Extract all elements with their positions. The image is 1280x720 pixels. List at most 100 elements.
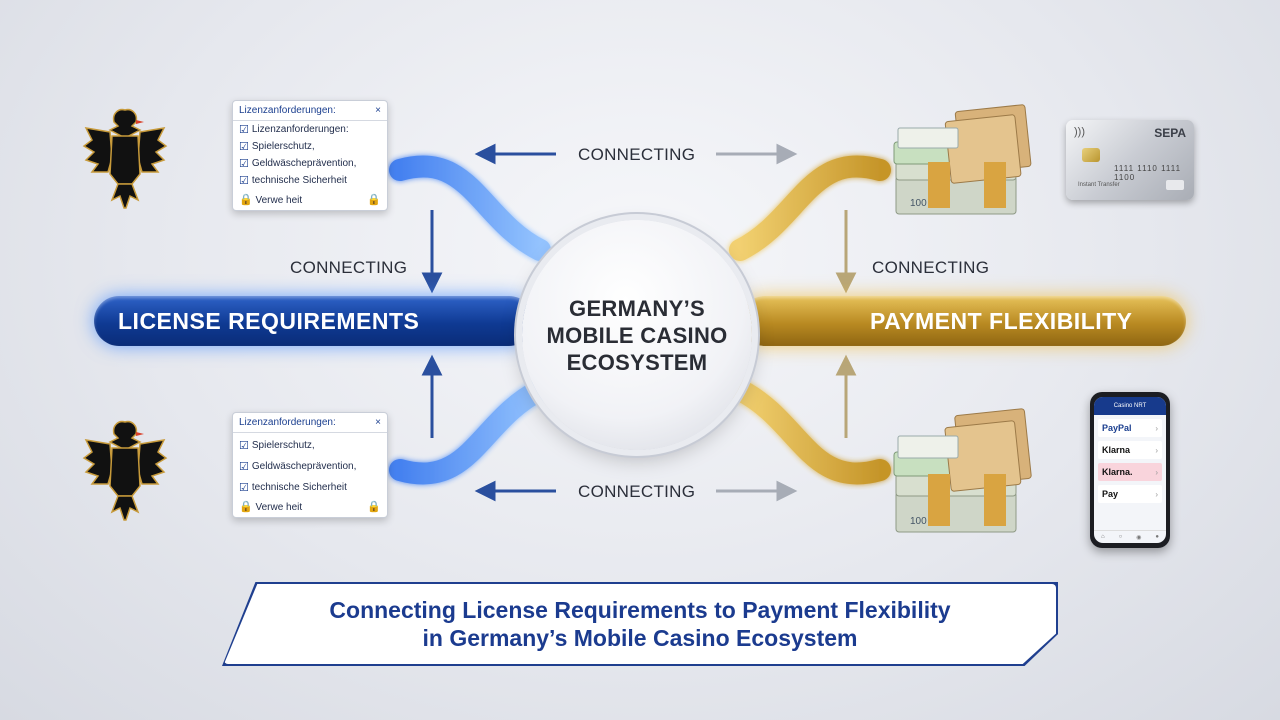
license-requirements-bar: LICENSE REQUIREMENTS <box>94 296 534 346</box>
arrow-bottom-right <box>716 480 798 502</box>
payment-method-paypal[interactable]: PayPal › <box>1098 419 1162 437</box>
lock-icon: 🔒 <box>367 501 381 513</box>
euro-cash-stack-icon-bottom: 100 <box>893 408 1032 533</box>
checklist-item: ☑Spielerschutz, <box>233 433 387 454</box>
banner-caption: Connecting License Requirements to Payme… <box>224 596 1056 652</box>
arrow-top-left <box>474 143 556 165</box>
connecting-label-right: CONNECTING <box>872 258 990 277</box>
blue-stream-top <box>389 155 551 261</box>
payment-method-label: PayPal <box>1102 423 1132 433</box>
payment-method-apple-pay[interactable]: Pay › <box>1098 485 1162 503</box>
chevron-right-icon: › <box>1155 423 1158 433</box>
connecting-label-top: CONNECTING <box>578 145 696 164</box>
check-icon: ☑ <box>239 158 249 170</box>
center-hub: GERMANY’S MOBILE CASINO ECOSYSTEM <box>522 220 752 450</box>
lock-icon: 🔒 <box>239 194 253 206</box>
arrow-top-right <box>716 143 798 165</box>
payment-method-label: Klarna. <box>1102 467 1133 477</box>
connecting-label-bottom: CONNECTING <box>578 482 696 501</box>
sepa-card-title: SEPA <box>1154 126 1186 140</box>
connecting-label-left: CONNECTING <box>290 258 408 277</box>
checklist-item-text: Geldwäscheprävention, <box>251 158 357 169</box>
checklist-item-text: Geldwäscheprävention, <box>251 461 357 472</box>
checklist-item: ☑Geldwäscheprävention, <box>233 454 387 475</box>
banner-line-2: in Germany’s Mobile Casino Ecosystem <box>422 625 858 651</box>
check-icon: ☑ <box>239 141 249 153</box>
lock-icon: 🔒 <box>239 501 253 513</box>
sepa-card-number: 1111 1110 1111 1100 <box>1114 164 1182 182</box>
license-card-bottom-title: Lizenzanforderungen: <box>239 417 336 428</box>
card-chip-icon <box>1082 148 1100 162</box>
license-card-bottom-header: Lizenzanforderungen: × <box>233 413 387 433</box>
chevron-right-icon: › <box>1155 489 1158 499</box>
payment-method-klarna-alt[interactable]: Klarna. › <box>1098 463 1162 481</box>
user-icon[interactable]: ● <box>1155 534 1160 540</box>
card-logo-icon <box>1166 180 1184 190</box>
checklist-item: ☑Geldwäscheprävention, <box>233 155 387 172</box>
gold-stream-bottom <box>729 379 891 485</box>
payment-flexibility-bar: PAYMENT FLEXIBILITY <box>740 296 1186 346</box>
checklist-item: ☑technische Sicherheit <box>233 475 387 496</box>
close-icon[interactable]: × <box>375 417 381 428</box>
check-icon: ☑ <box>239 440 249 452</box>
checklist-item-text: Lizenzanforderungen: <box>251 124 349 135</box>
hub-line-1: GERMANY’S <box>569 295 705 321</box>
arrow-bottom-left <box>474 480 556 502</box>
payment-method-label: Klarna <box>1102 445 1131 455</box>
payment-method-klarna[interactable]: Klarna › <box>1098 441 1162 459</box>
license-card-top-header: Lizenzanforderungen: × <box>233 101 387 121</box>
phone-header-title: Casino NRT <box>1113 403 1147 409</box>
phone-bottom-nav: ⌂ ○ ◉ ● <box>1094 530 1166 543</box>
bottom-banner <box>224 584 1056 664</box>
check-icon: ☑ <box>239 124 249 136</box>
blue-stream-bottom <box>389 379 551 485</box>
checklist-item: ☑technische Sicherheit <box>233 172 387 189</box>
search-icon[interactable]: ○ <box>1118 534 1123 540</box>
gold-stream-top <box>729 155 891 261</box>
home-icon[interactable]: ⌂ <box>1100 534 1105 540</box>
hub-line-3: ECOSYSTEM <box>566 349 708 375</box>
checklist-item-text: technische Sicherheit <box>251 175 347 186</box>
checklist-item: ☑Spielerschutz, <box>233 138 387 155</box>
german-eagle-icon-top <box>82 108 168 209</box>
svg-text:100: 100 <box>910 198 927 209</box>
license-requirements-label: LICENSE REQUIREMENTS <box>118 307 420 334</box>
euro-cash-stack-icon-top: 100 <box>893 104 1032 215</box>
hub-line-2: MOBILE CASINO <box>546 322 728 348</box>
license-card-bottom-footer-text: Verwe heit <box>255 502 303 513</box>
hub-title: GERMANY’S MOBILE CASINO ECOSYSTEM <box>546 295 727 376</box>
german-eagle-icon-bottom <box>82 420 168 521</box>
phone-header: Casino NRT <box>1094 397 1166 415</box>
svg-text:100: 100 <box>910 516 927 527</box>
lock-icon: 🔒 <box>367 194 381 206</box>
license-card-top-footer-text: Verwe heit <box>255 195 303 206</box>
banner-line-1: Connecting License Requirements to Payme… <box>329 597 951 623</box>
checklist-item-text: Spielerschutz, <box>251 440 315 451</box>
contactless-icon: ))) <box>1074 126 1085 138</box>
checklist-item-text: technische Sicherheit <box>251 482 347 493</box>
location-icon[interactable]: ◉ <box>1136 534 1142 541</box>
checklist-item: ☑Lizenzanforderungen: <box>233 121 387 138</box>
payment-method-label: Pay <box>1102 489 1119 499</box>
smartphone: Casino NRT PayPal › Klarna › Klarna. › Pay ›… <box>1090 392 1170 548</box>
check-icon: ☑ <box>239 461 249 473</box>
arrow-right-up <box>835 354 857 438</box>
chevron-right-icon: › <box>1155 445 1158 455</box>
arrow-right-down <box>835 210 857 294</box>
license-card-bottom: Lizenzanforderungen: × ☑Spielerschutz, ☑… <box>232 412 388 518</box>
license-card-top-footer: 🔒 Verwe heit 🔒 <box>233 189 387 210</box>
arrow-left-down <box>421 210 443 294</box>
chevron-right-icon: › <box>1155 467 1158 477</box>
close-icon[interactable]: × <box>375 105 381 116</box>
check-icon: ☑ <box>239 482 249 494</box>
payment-flexibility-label: PAYMENT FLEXIBILITY <box>870 307 1133 334</box>
arrow-left-up <box>421 354 443 438</box>
checklist-item-text: Spielerschutz, <box>251 141 315 152</box>
sepa-card-subtitle: Instant Transfer <box>1078 182 1120 188</box>
license-card-top: Lizenzanforderungen: × ☑Lizenzanforderun… <box>232 100 388 211</box>
phone-screen: Casino NRT PayPal › Klarna › Klarna. › Pay ›… <box>1094 397 1166 543</box>
apple-pay-label: Pay <box>1102 489 1118 499</box>
check-icon: ☑ <box>239 175 249 187</box>
license-card-bottom-footer: 🔒 Verwe heit 🔒 <box>233 496 387 517</box>
